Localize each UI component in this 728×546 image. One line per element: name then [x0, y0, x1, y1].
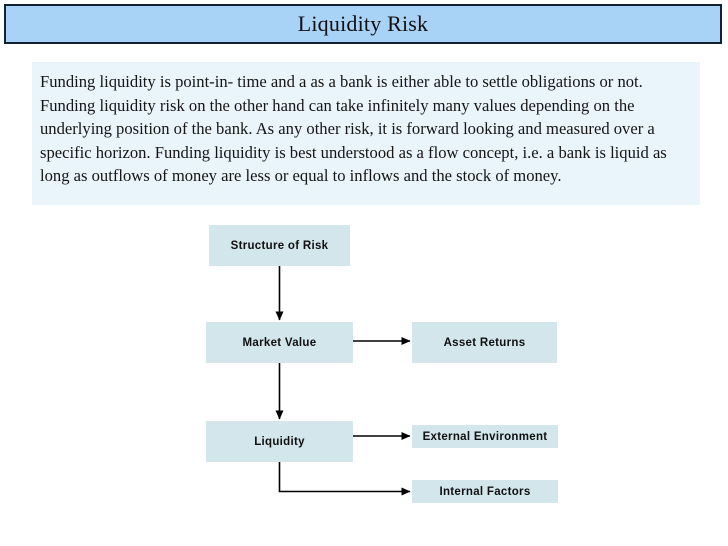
body-text-panel: Funding liquidity is point-in- time and … [32, 62, 700, 205]
node-asset-returns[interactable]: Asset Returns [412, 322, 557, 363]
flowchart-connectors [275, 266, 411, 496]
node-internal-factors-label: Internal Factors [439, 485, 531, 498]
slide-title-banner: Liquidity Risk [4, 4, 722, 44]
node-liquidity[interactable]: Liquidity [206, 421, 353, 462]
node-external-environment-label: External Environment [422, 430, 548, 443]
body-paragraph: Funding liquidity is point-in- time and … [40, 72, 667, 185]
flowchart: Structure of Risk Market Value Asset Ret… [0, 210, 728, 546]
node-structure-of-risk[interactable]: Structure of Risk [209, 225, 350, 266]
page-title: Liquidity Risk [297, 11, 429, 36]
node-liquidity-label: Liquidity [254, 435, 305, 448]
node-asset-returns-label: Asset Returns [443, 336, 526, 349]
node-structure-of-risk-label: Structure of Risk [230, 239, 329, 252]
edge-liquidity-to-internal-factors [278, 462, 411, 496]
node-market-value[interactable]: Market Value [206, 322, 353, 363]
node-external-environment[interactable]: External Environment [412, 425, 558, 448]
node-market-value-label: Market Value [242, 336, 317, 349]
node-internal-factors[interactable]: Internal Factors [412, 480, 558, 503]
